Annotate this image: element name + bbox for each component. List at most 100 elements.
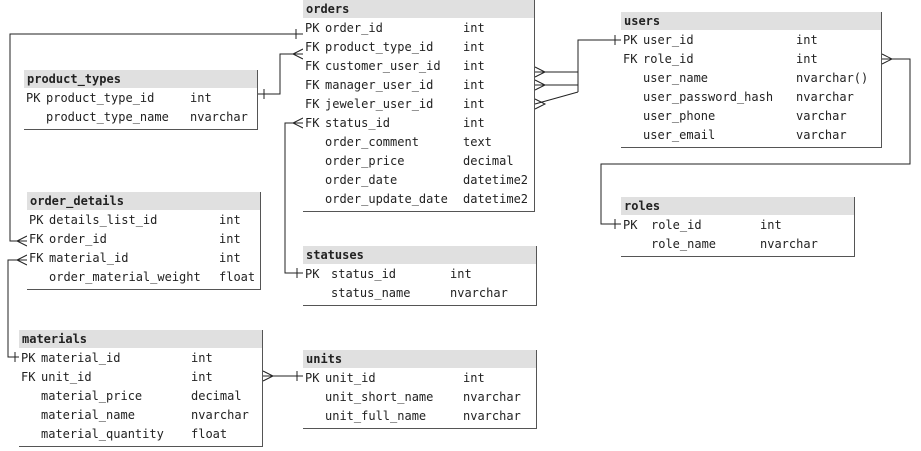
column-name: material_price <box>41 389 143 403</box>
column-name: user_phone <box>643 109 716 123</box>
column-type: decimal <box>191 389 242 403</box>
column-name: user_id <box>643 33 694 47</box>
column-name: order_material_weight <box>49 270 201 284</box>
column-name: order_comment <box>325 135 419 149</box>
column-type: float <box>219 270 256 284</box>
key-label: PK <box>305 21 320 35</box>
column-type: int <box>463 21 485 35</box>
column-type: datetime2 <box>463 173 529 187</box>
column-name: unit_full_name <box>325 409 427 423</box>
relation-statuses-orders <box>284 117 304 278</box>
column-row: status_name nvarchar <box>303 284 537 303</box>
column-name: product_type_id <box>325 40 434 54</box>
relation-users-orders <box>534 35 621 110</box>
column-type: datetime2 <box>463 192 529 206</box>
column-row: role_name nvarchar <box>621 235 855 254</box>
key-label: FK <box>305 59 320 73</box>
column-name: product_type_name <box>46 110 169 124</box>
column-name: role_name <box>651 237 717 251</box>
column-type: varchar <box>796 109 847 123</box>
key-label: FK <box>21 370 36 384</box>
column-type: int <box>463 78 485 92</box>
column-type: nvarchar <box>463 390 521 404</box>
table-title: orders <box>303 0 535 18</box>
column-row: FK order_id int <box>27 230 261 249</box>
table-title: materials <box>19 330 263 348</box>
column-type: float <box>191 427 228 441</box>
column-name: product_type_id <box>46 91 155 105</box>
column-name: material_quantity <box>41 427 164 441</box>
key-label: PK <box>305 371 320 385</box>
column-row: material_quantity float <box>19 425 263 444</box>
relation-units-materials <box>262 370 303 382</box>
column-row: PK order_id int <box>303 19 535 38</box>
column-type: int <box>191 351 213 365</box>
column-row: user_name nvarchar() <box>621 69 882 88</box>
key-label: PK <box>29 213 44 227</box>
column-name: user_password_hash <box>643 90 774 104</box>
column-row: order_material_weight float <box>27 268 261 287</box>
column-type: int <box>190 91 212 105</box>
column-name: order_id <box>49 232 107 246</box>
column-name: customer_user_id <box>325 59 441 73</box>
key-label: FK <box>29 251 44 265</box>
column-type: nvarchar <box>190 110 248 124</box>
key-label: FK <box>623 52 638 66</box>
column-name: unit_id <box>325 371 376 385</box>
column-type: int <box>219 213 241 227</box>
column-name: user_name <box>643 71 709 85</box>
key-label: PK <box>623 33 638 47</box>
column-name: material_name <box>41 408 135 422</box>
column-name: jeweler_user_id <box>325 97 434 111</box>
column-name: unit_id <box>41 370 92 384</box>
column-type: int <box>463 116 485 130</box>
column-type: nvarchar() <box>796 71 869 85</box>
column-type: nvarchar <box>760 237 818 251</box>
key-label: PK <box>305 267 320 281</box>
column-name: order_id <box>325 21 383 35</box>
column-type: int <box>796 33 818 47</box>
column-type: int <box>219 251 241 265</box>
column-type: int <box>450 267 472 281</box>
table-title: order_details <box>27 192 261 210</box>
table-title: product_types <box>24 70 258 88</box>
column-name: unit_short_name <box>325 390 434 404</box>
column-type: varchar <box>796 128 847 142</box>
column-name: user_email <box>643 128 716 142</box>
column-type: nvarchar <box>796 90 854 104</box>
column-name: role_id <box>651 218 702 232</box>
column-name: material_id <box>49 251 129 265</box>
column-row: material_price decimal <box>19 387 263 406</box>
key-label: FK <box>305 97 320 111</box>
column-name: status_name <box>331 286 411 300</box>
column-row: unit_short_name nvarchar <box>303 388 537 407</box>
column-row: user_phone varchar <box>621 107 882 126</box>
column-type: nvarchar <box>191 408 249 422</box>
column-type: int <box>219 232 241 246</box>
table-title: units <box>303 350 537 368</box>
column-type: decimal <box>463 154 514 168</box>
key-label: PK <box>623 218 638 232</box>
column-row: FK material_id int <box>27 249 261 268</box>
key-label: FK <box>305 78 320 92</box>
column-row: material_name nvarchar <box>19 406 263 425</box>
column-type: nvarchar <box>450 286 508 300</box>
column-row: product_type_name nvarchar <box>24 108 258 127</box>
key-label: FK <box>29 232 44 246</box>
table-title: statuses <box>303 246 537 264</box>
key-label: FK <box>305 40 320 54</box>
key-label: PK <box>26 91 41 105</box>
